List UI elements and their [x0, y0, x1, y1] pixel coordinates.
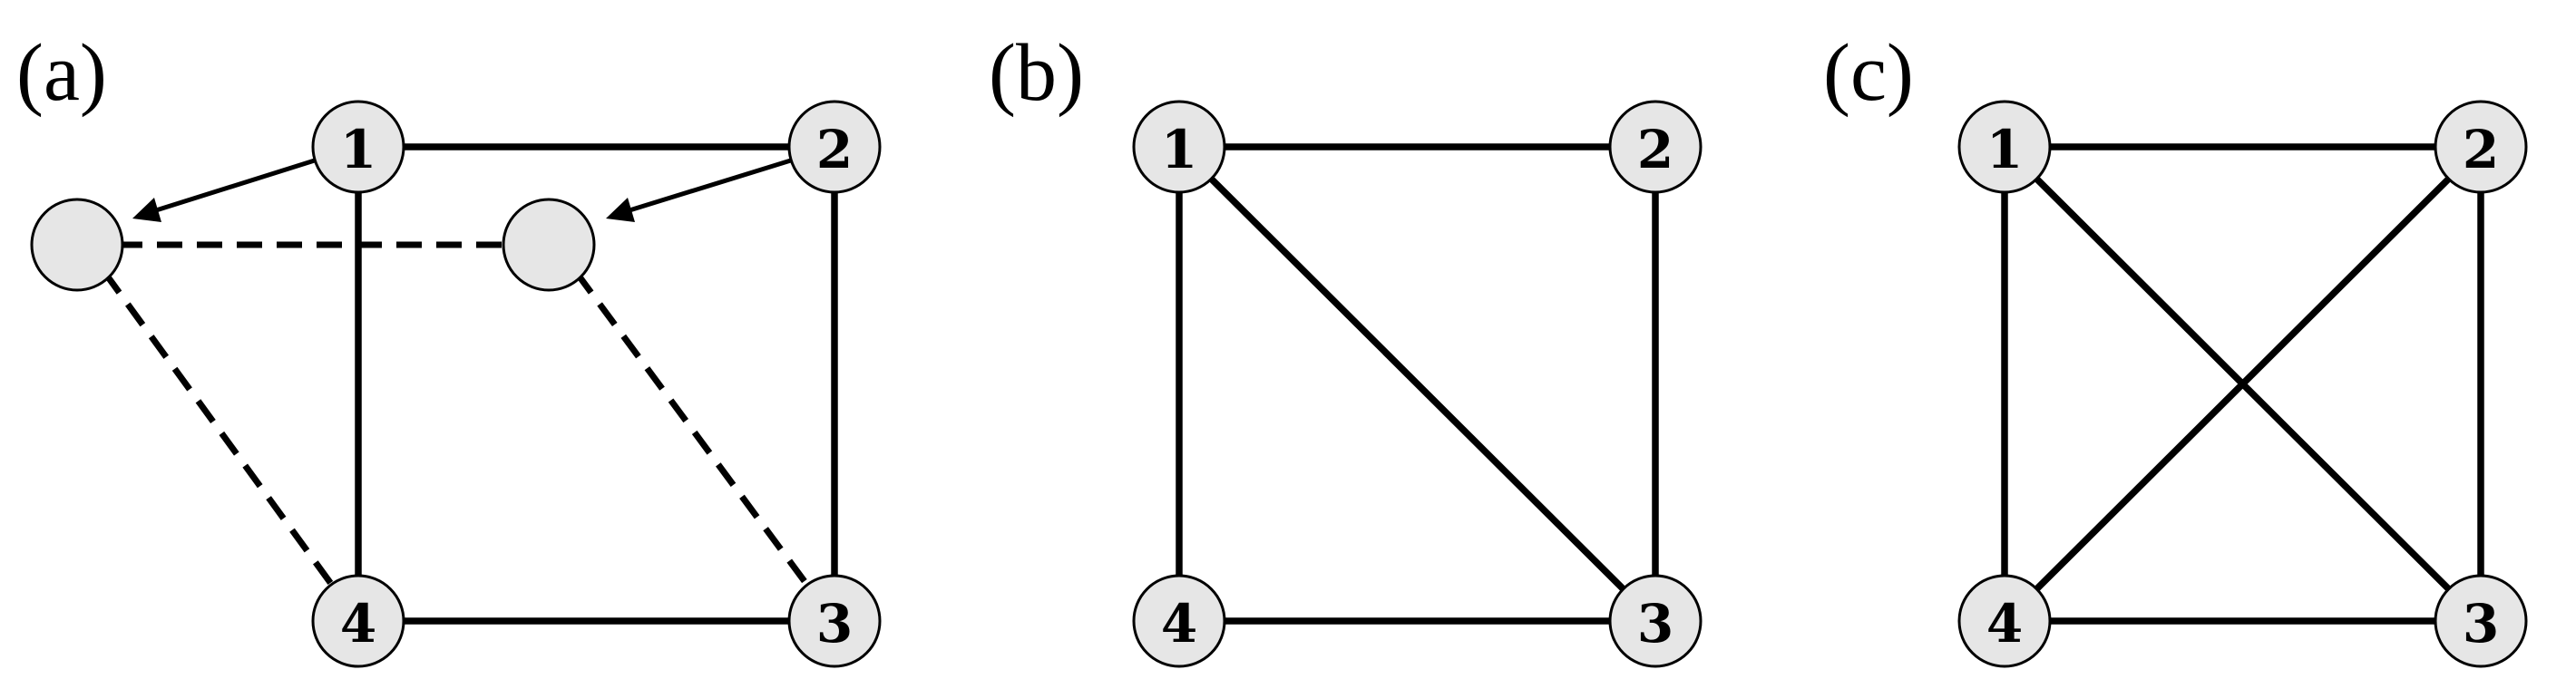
edge-b-1-3 [1176, 144, 1658, 624]
panel-a-label: (a) [16, 28, 107, 118]
node-label: 3 [2463, 593, 2499, 655]
arrow-2-to-ghost-head [606, 198, 635, 222]
node-b-2: 2 [1608, 100, 1703, 194]
arrow-1-to-ghost-head [132, 198, 161, 222]
arrow-2-to-ghost-shaft [629, 157, 795, 213]
node-label: 2 [816, 119, 853, 180]
node-c-4: 4 [1957, 574, 2052, 668]
panel-a: (a) 1 2 3 4 [16, 28, 882, 668]
node-a-3: 3 [787, 574, 882, 668]
dashed-edge-ghost-3 [573, 269, 812, 590]
node-label: 1 [340, 119, 376, 180]
panel-c-label: (c) [1823, 28, 1914, 118]
node-label: 3 [1637, 593, 1673, 655]
node-label: 2 [1637, 119, 1673, 180]
node-b-3: 3 [1608, 574, 1703, 668]
node-c-1: 1 [1957, 100, 2052, 194]
node-a-1: 1 [311, 100, 405, 194]
node-c-2: 2 [2434, 100, 2528, 194]
node-c-3: 3 [2434, 574, 2528, 668]
panel-b: (b) 1 2 3 4 [989, 28, 1703, 668]
dashed-edge-ghost-4 [102, 269, 337, 590]
node-b-1: 1 [1132, 100, 1226, 194]
node-label: 3 [816, 593, 853, 655]
node-a-4: 4 [311, 574, 405, 668]
node-a-2: 2 [787, 100, 882, 194]
node-label: 4 [1986, 593, 2023, 655]
node-b-4: 4 [1132, 574, 1226, 668]
ghost-node-left [30, 198, 124, 292]
node-label: 2 [2463, 119, 2499, 180]
node-label: 4 [1161, 593, 1197, 655]
node-label: 4 [340, 593, 376, 655]
arrow-1-to-ghost-shaft [155, 157, 318, 213]
panel-c: (c) 1 2 3 4 [1823, 28, 2528, 668]
node-label: 1 [1986, 119, 2023, 180]
edge-c-2-4 [2002, 144, 2483, 624]
ghost-node-right [502, 198, 596, 292]
panel-b-label: (b) [989, 28, 1084, 118]
node-label: 1 [1161, 119, 1197, 180]
